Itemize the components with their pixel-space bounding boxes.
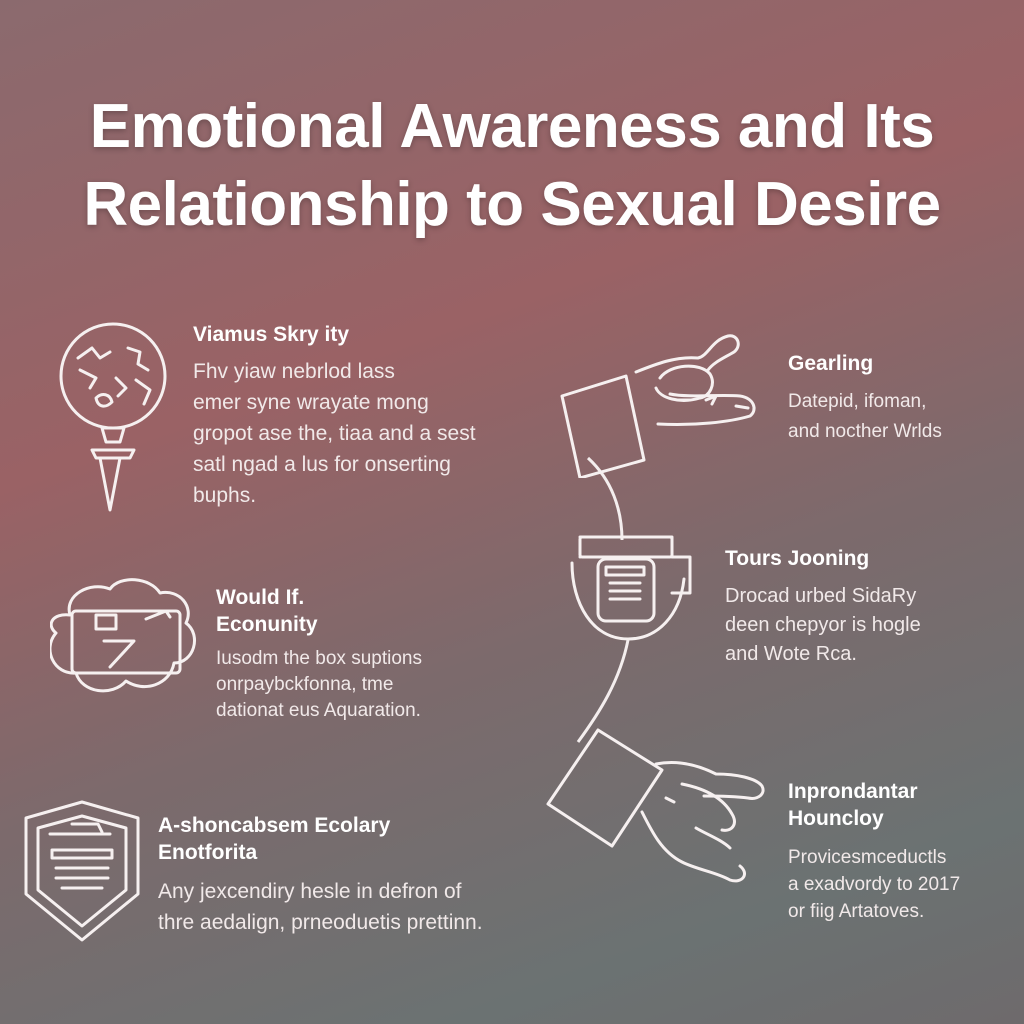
item-heading: Gearling [788,352,874,375]
item-description: Datepid, ifoman, and nocther Wrlds [788,391,942,442]
item-description: Fhv yiaw nebrlod lass emer syne wrayate … [193,360,476,507]
hand-pointing-box-icon [546,728,766,893]
title-line-1: Emotional Awareness and Its [89,92,935,161]
right-item-2: Tours Jooning Drocad urbed SidaRy deen c… [725,545,921,669]
item-description: Drocad urbed SidaRy deen chepyor is hogl… [725,585,921,665]
item-heading: A-shoncabsem Ecolary Enotforita [158,814,391,864]
shield-document-icon [22,798,142,943]
item-description: Iusodm the box suptions onrpaybckfonna, … [216,648,422,721]
mug-document-icon [566,533,706,645]
item-heading: Would If. Econunity [216,586,318,636]
right-item-1: Gearling Datepid, ifoman, and nocther Wr… [788,350,942,447]
left-item-1: Viamus Skry ity Fhv yiaw nebrlod lass em… [193,321,476,511]
left-item-2: Would If. Econunity Iusodm the box supti… [216,584,422,724]
item-heading: Viamus Skry ity [193,323,350,346]
page-title: Emotional Awareness and Its Relationship… [0,88,1024,244]
left-item-3: A-shoncabsem Ecolary Enotforita Any jexc… [158,812,483,938]
title-line-2: Relationship to Sexual Desire [83,170,941,239]
item-heading: Tours Jooning [725,547,870,570]
item-description: Provicesmceductls a exadvordy to 2017 or… [788,847,961,922]
cloud-monitor-icon [50,575,200,715]
item-description: Any jexcendiry hesle in defron of thre a… [158,880,483,934]
right-item-3: Inprondantar Houncloy Provicesmceductls … [788,778,960,925]
hand-holding-box-icon [560,328,760,478]
item-heading: Inprondantar Houncloy [788,780,918,830]
magnifier-globe-icon [58,318,178,518]
